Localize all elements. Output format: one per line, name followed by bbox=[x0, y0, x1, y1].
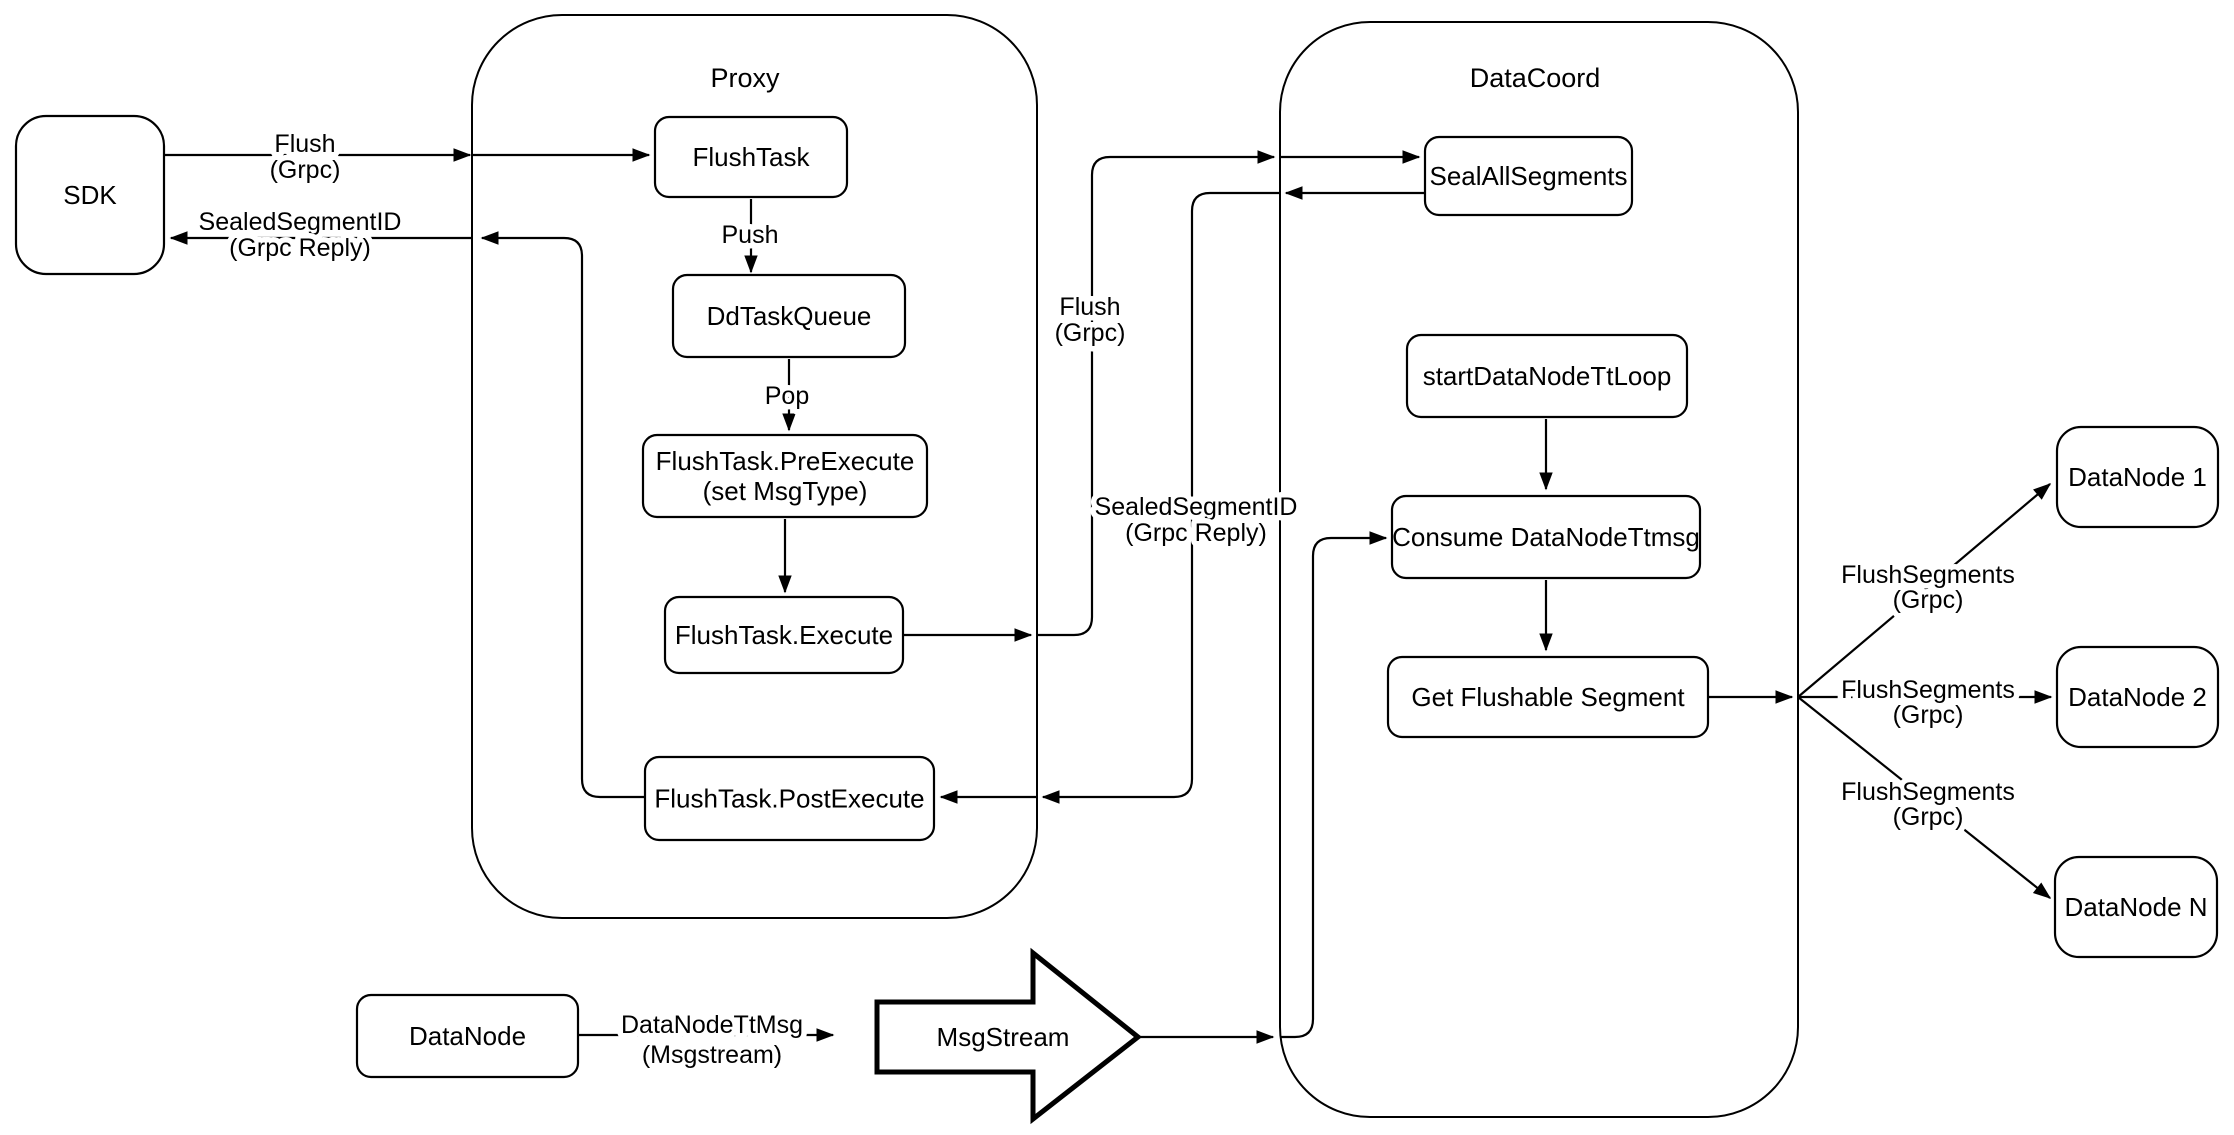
edge-flushsegments-datanoden bbox=[1797, 696, 2052, 899]
node-start-datanode-tt-loop bbox=[1405, 333, 1689, 419]
container-datacoord-title: DataCoord bbox=[1470, 63, 1601, 93]
label-sealedsegmentid-datacoord: SealedSegmentID bbox=[1095, 493, 1298, 521]
container-datacoord bbox=[1279, 21, 1799, 1118]
node-datanode-n bbox=[2053, 855, 2219, 959]
node-datanode-source-label: DataNode bbox=[409, 1021, 526, 1051]
node-datanode-1-label: DataNode 1 bbox=[2068, 462, 2207, 492]
label-flushsegments-1: FlushSegments bbox=[1841, 561, 2015, 589]
node-get-flushable-segment bbox=[1386, 655, 1710, 739]
label-datanode-ttmsg: (Msgstream) bbox=[642, 1041, 782, 1069]
label-flushsegments-2: FlushSegments bbox=[1841, 676, 2015, 704]
label-push: Push bbox=[722, 221, 779, 249]
edge-datacoord-to-proxy-sealedid bbox=[1041, 191, 1280, 804]
edge-flushsegments-datanode1 bbox=[1797, 483, 2052, 698]
node-seal-all-segments bbox=[1423, 135, 1634, 217]
node-flush-task-post-execute bbox=[643, 755, 936, 842]
nodes-layer: SDK FlushTaskDdTaskQueueFlushTask.PreExec… bbox=[14, 114, 2220, 1125]
node-datanode-n-label: DataNode N bbox=[2064, 892, 2207, 922]
node-flush-task-execute bbox=[663, 595, 905, 675]
label-flush-grpc-datacoord: Flush bbox=[1059, 293, 1120, 321]
edge-labels-layer: Flush(Grpc)SealedSegmentID(Grpc Reply)Pu… bbox=[193, 125, 2020, 1075]
node-get-flushable-segment-label: Get Flushable Segment bbox=[1411, 682, 1685, 712]
node-flush-task-pre-execute-label: FlushTask.PreExecute bbox=[656, 446, 915, 476]
edge-datacoord-to-consume bbox=[1280, 531, 1388, 1039]
node-datanode-2-label: DataNode 2 bbox=[2068, 682, 2207, 712]
label-flush-grpc-sdk: (Grpc) bbox=[270, 156, 341, 184]
node-dd-task-queue bbox=[671, 273, 907, 359]
node-flush-task-post-execute-label: FlushTask.PostExecute bbox=[654, 784, 924, 814]
edges-layer bbox=[165, 148, 2053, 1044]
edge-postexecute-to-proxy-edge bbox=[480, 231, 645, 799]
node-consume-datanode-ttmsg-label: Consume DataNodeTtmsg bbox=[1392, 522, 1700, 552]
node-dd-task-queue-label: DdTaskQueue bbox=[707, 301, 872, 331]
label-sealedsegmentid-sdk: SealedSegmentID bbox=[199, 208, 402, 236]
node-datanode-source bbox=[355, 993, 580, 1079]
node-flush-task-pre-execute-label: (set MsgType) bbox=[703, 476, 868, 506]
label-flush-grpc-datacoord: (Grpc) bbox=[1055, 319, 1126, 347]
label-flushsegments-2: (Grpc) bbox=[1893, 701, 1964, 729]
label-sealedsegmentid-sdk: (Grpc Reply) bbox=[229, 234, 371, 262]
edge-proxy-to-datacoord-flush bbox=[1037, 150, 1276, 637]
label-sealedsegmentid-datacoord: (Grpc Reply) bbox=[1125, 519, 1267, 547]
label-flushsegments-n: FlushSegments bbox=[1841, 778, 2015, 806]
node-flush-task-execute-label: FlushTask.Execute bbox=[675, 620, 893, 650]
container-proxy-title: Proxy bbox=[710, 63, 780, 93]
label-flushsegments-n: (Grpc) bbox=[1893, 803, 1964, 831]
label-flushsegments-1: (Grpc) bbox=[1893, 586, 1964, 614]
node-datanode-1 bbox=[2055, 425, 2220, 529]
node-flush-task-label: FlushTask bbox=[692, 142, 810, 172]
node-flush-task-pre-execute bbox=[641, 433, 929, 519]
node-consume-datanode-ttmsg bbox=[1390, 494, 1702, 580]
shape-msgstream bbox=[874, 947, 1143, 1125]
node-seal-all-segments-label: SealAllSegments bbox=[1430, 161, 1628, 191]
label-pop: Pop bbox=[765, 382, 809, 410]
node-start-datanode-tt-loop-label: startDataNodeTtLoop bbox=[1423, 361, 1672, 391]
node-sdk bbox=[14, 114, 166, 276]
node-flush-task bbox=[653, 115, 849, 199]
node-datanode-2 bbox=[2055, 645, 2220, 749]
container-proxy bbox=[471, 14, 1038, 919]
node-sdk-label: SDK bbox=[63, 180, 117, 210]
label-datanode-ttmsg: DataNodeTtMsg bbox=[621, 1011, 803, 1039]
shape-msgstream-label: MsgStream bbox=[937, 1022, 1070, 1052]
containers-layer: Proxy DataCoord bbox=[471, 14, 1799, 1118]
label-flush-grpc-sdk: Flush bbox=[274, 130, 335, 158]
